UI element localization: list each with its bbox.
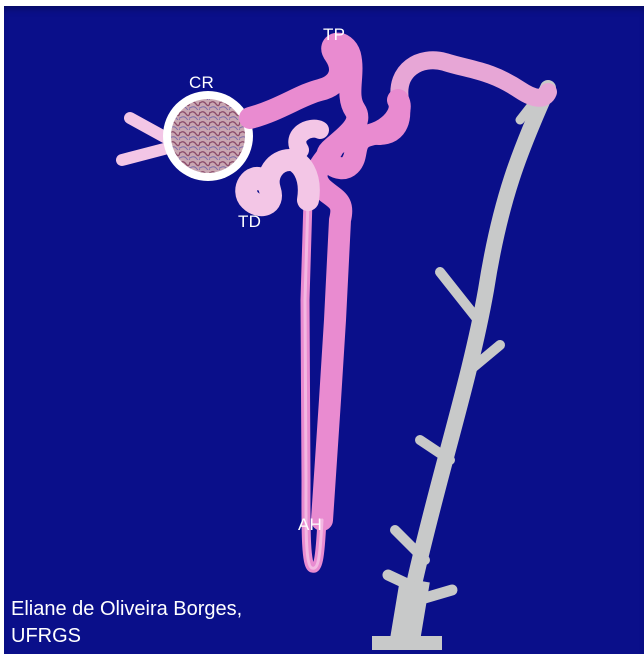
glomerulus bbox=[163, 91, 253, 181]
credit-line-1: Eliane de Oliveira Borges, bbox=[11, 596, 242, 623]
label-cr: CR bbox=[189, 74, 214, 91]
collecting-duct bbox=[372, 88, 548, 650]
credit-line-2: UFRGS bbox=[11, 623, 242, 650]
author-credit: Eliane de Oliveira Borges, UFRGS bbox=[11, 596, 242, 650]
distal-tubule bbox=[246, 129, 320, 206]
label-td: TD bbox=[238, 213, 261, 230]
proximal-tubule bbox=[250, 44, 400, 520]
label-tp: TP bbox=[323, 26, 345, 43]
label-ah: AH bbox=[298, 516, 322, 533]
glomerular-vessels bbox=[122, 118, 170, 160]
